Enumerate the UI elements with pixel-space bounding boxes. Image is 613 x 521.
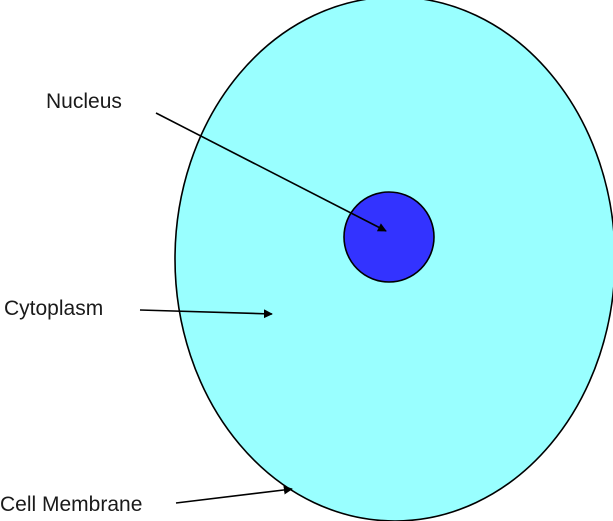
cell-membrane-label: Cell Membrane [0, 493, 142, 516]
cytoplasm-label: Cytoplasm [4, 297, 103, 320]
cell-membrane-arrow [175, 485, 293, 504]
nucleus-label: Nucleus [46, 90, 122, 113]
nucleus-shape [343, 191, 435, 283]
nucleus-arrow [155, 112, 387, 232]
cytoplasm-arrow [139, 309, 273, 319]
